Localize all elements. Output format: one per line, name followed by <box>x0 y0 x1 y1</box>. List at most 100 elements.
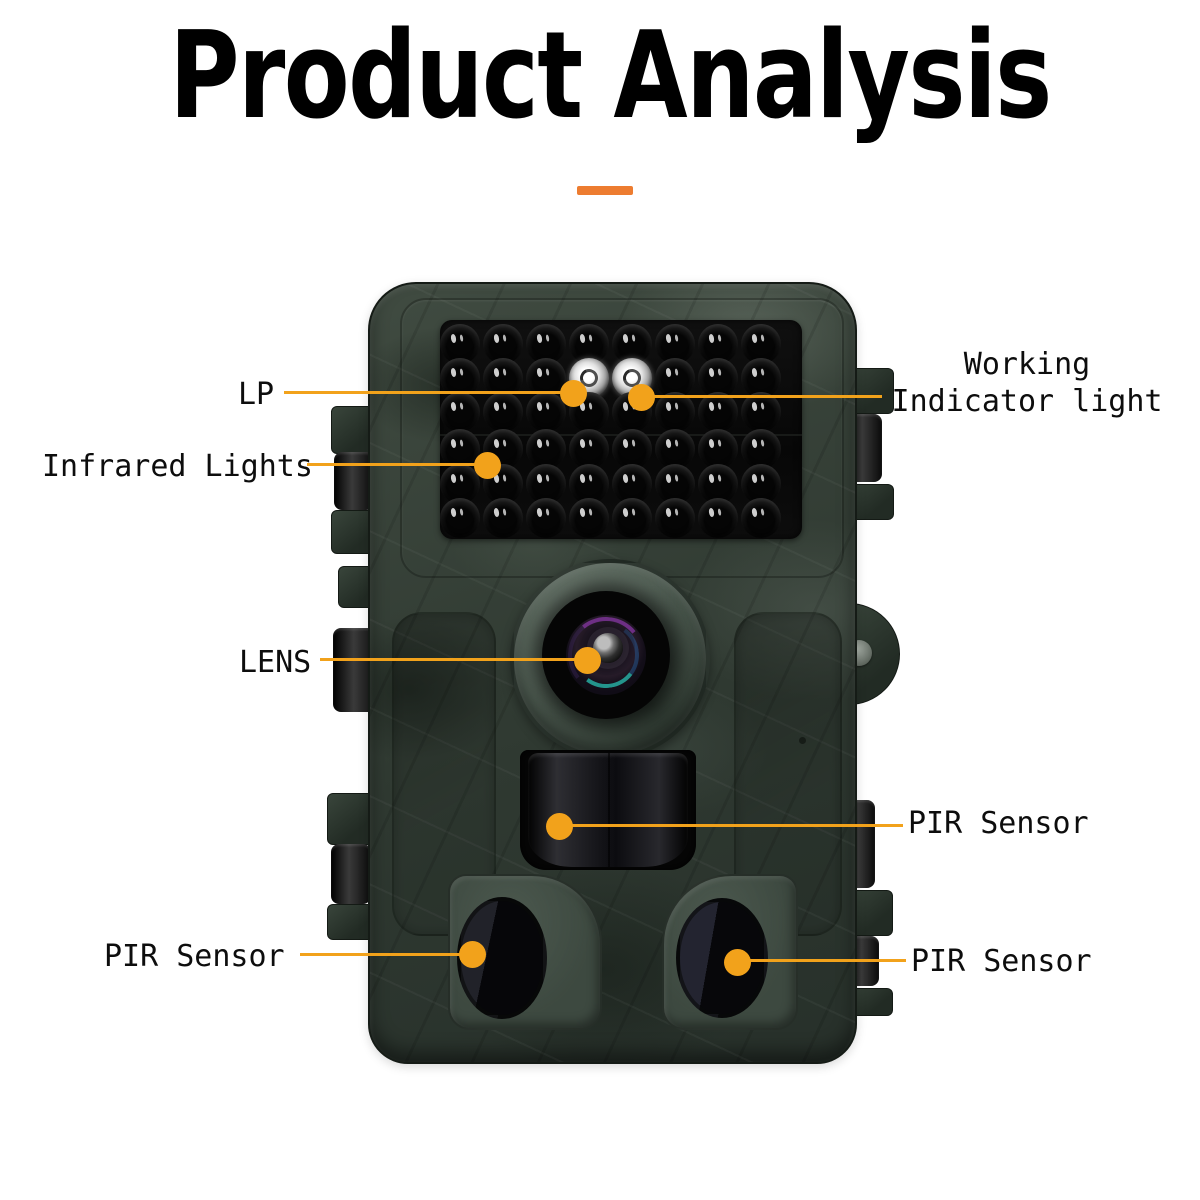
ir-led <box>612 429 652 469</box>
callout-pir-bottom-right-label: PIR Sensor <box>911 944 1092 979</box>
callout-working-indicator-dot <box>628 384 655 411</box>
camera-body <box>368 282 857 1064</box>
led-highlight <box>665 333 672 344</box>
ir-led <box>440 464 480 504</box>
led-highlight <box>665 438 672 449</box>
ir-led <box>569 498 609 538</box>
ir-led <box>526 498 566 538</box>
callout-working-indicator-line <box>652 395 882 398</box>
led-highlight <box>708 401 715 412</box>
ir-led <box>483 392 523 432</box>
led-highlight <box>665 367 672 378</box>
led-highlight <box>579 507 586 518</box>
led-highlight <box>622 507 629 518</box>
led-highlight <box>665 401 672 412</box>
led-highlight <box>708 438 715 449</box>
ir-led <box>741 392 781 432</box>
mic-hole <box>799 737 806 744</box>
led-highlight <box>579 438 586 449</box>
led-highlight <box>579 333 586 344</box>
led-highlight <box>751 507 758 518</box>
ir-led <box>655 358 695 398</box>
ir-led <box>612 498 652 538</box>
led-highlight <box>536 367 543 378</box>
callout-pir-center-label: PIR Sensor <box>908 806 1089 841</box>
callout-working-indicator-label-line1: Working <box>963 347 1091 382</box>
led-highlight <box>665 473 672 484</box>
ir-led <box>741 429 781 469</box>
infrared-led-panel <box>440 320 802 539</box>
ir-led <box>698 464 738 504</box>
left-hinge-top-pin <box>334 452 374 510</box>
ir-led <box>741 498 781 538</box>
led-highlight <box>622 401 629 412</box>
ir-led <box>483 324 523 364</box>
left-hinge-bottom-lower-bracket <box>327 904 374 940</box>
led-highlight <box>450 438 457 449</box>
led-highlight <box>450 507 457 518</box>
ir-led <box>526 392 566 432</box>
ir-led <box>655 464 695 504</box>
led-highlight <box>622 438 629 449</box>
led-highlight <box>450 401 457 412</box>
led-highlight <box>708 367 715 378</box>
ir-led <box>526 429 566 469</box>
ir-led <box>741 464 781 504</box>
ir-led <box>440 429 480 469</box>
led-highlight <box>751 367 758 378</box>
callout-infrared-lights-label: Infrared Lights <box>42 449 313 484</box>
callout-pir-center-dot <box>546 813 573 840</box>
led-highlight <box>622 333 629 344</box>
page-title: Product Analysis <box>169 7 1052 146</box>
ir-led <box>483 498 523 538</box>
callout-lens-label: LENS <box>239 645 312 680</box>
ir-led <box>526 324 566 364</box>
ir-led <box>440 392 480 432</box>
callout-pir-bottom-left-line <box>300 953 463 956</box>
callout-lp-line <box>284 391 562 394</box>
ir-led <box>569 464 609 504</box>
callout-pir-center-line <box>571 824 903 827</box>
led-highlight <box>751 401 758 412</box>
pir-fresnel-drum <box>528 753 688 867</box>
ir-led <box>698 498 738 538</box>
ir-led <box>741 358 781 398</box>
led-highlight <box>493 333 500 344</box>
led-highlight <box>536 473 543 484</box>
ir-led <box>440 324 480 364</box>
led-highlight <box>493 401 500 412</box>
led-highlight <box>493 438 500 449</box>
ir-led <box>655 429 695 469</box>
ir-led <box>698 358 738 398</box>
pir-dome-right <box>676 898 768 1018</box>
ir-led <box>612 464 652 504</box>
led-highlight <box>751 438 758 449</box>
callout-working-indicator-label-line2: Indicator light <box>891 384 1163 419</box>
led-highlight <box>450 473 457 484</box>
led-highlight <box>493 507 500 518</box>
led-highlight <box>579 473 586 484</box>
ir-led <box>569 429 609 469</box>
ir-led <box>655 324 695 364</box>
led-highlight <box>622 473 629 484</box>
callout-pir-bottom-right-line <box>749 959 906 962</box>
led-highlight <box>493 367 500 378</box>
led-highlight <box>708 333 715 344</box>
left-hinge-bottom-pin <box>331 844 371 904</box>
led-highlight <box>536 333 543 344</box>
ir-led <box>698 324 738 364</box>
callout-lens-dot <box>574 647 601 674</box>
callout-lp-label: LP <box>238 377 275 412</box>
callout-working-indicator-label: Working Indicator light <box>890 346 1164 420</box>
ir-led <box>526 464 566 504</box>
callout-pir-bottom-left-dot <box>459 941 486 968</box>
ir-led <box>741 324 781 364</box>
ir-led <box>440 498 480 538</box>
left-hinge-bottom-bracket <box>327 793 374 845</box>
title-underline <box>577 186 633 195</box>
callout-lp-dot <box>560 380 587 407</box>
led-highlight <box>536 507 543 518</box>
led-highlight <box>751 333 758 344</box>
callout-infrared-lights-line <box>307 463 477 466</box>
